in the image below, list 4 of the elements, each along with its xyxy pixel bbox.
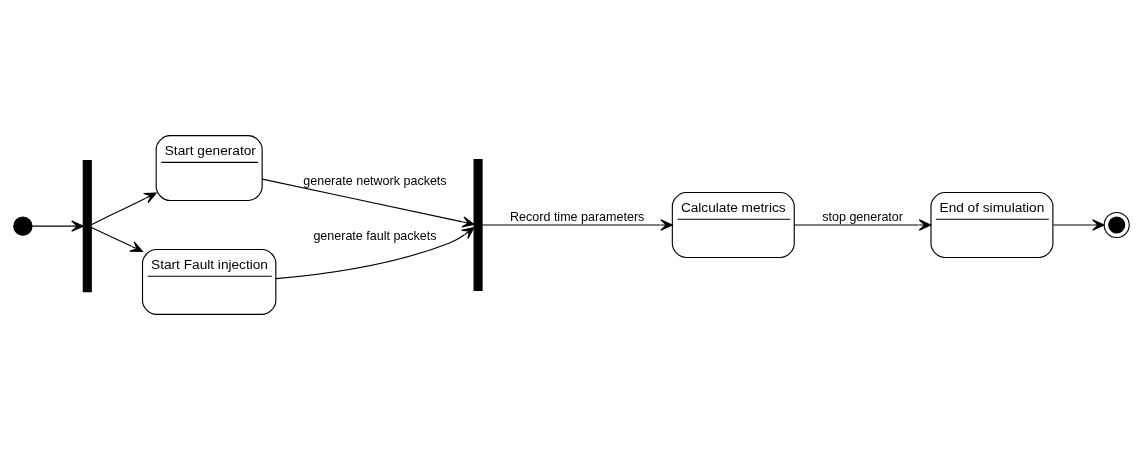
edge-label: Record time parameters (510, 210, 645, 225)
edge-label: generate fault packets (313, 228, 437, 243)
edge-label: generate network packets (303, 173, 447, 188)
edge-label: stop generator (822, 210, 903, 225)
